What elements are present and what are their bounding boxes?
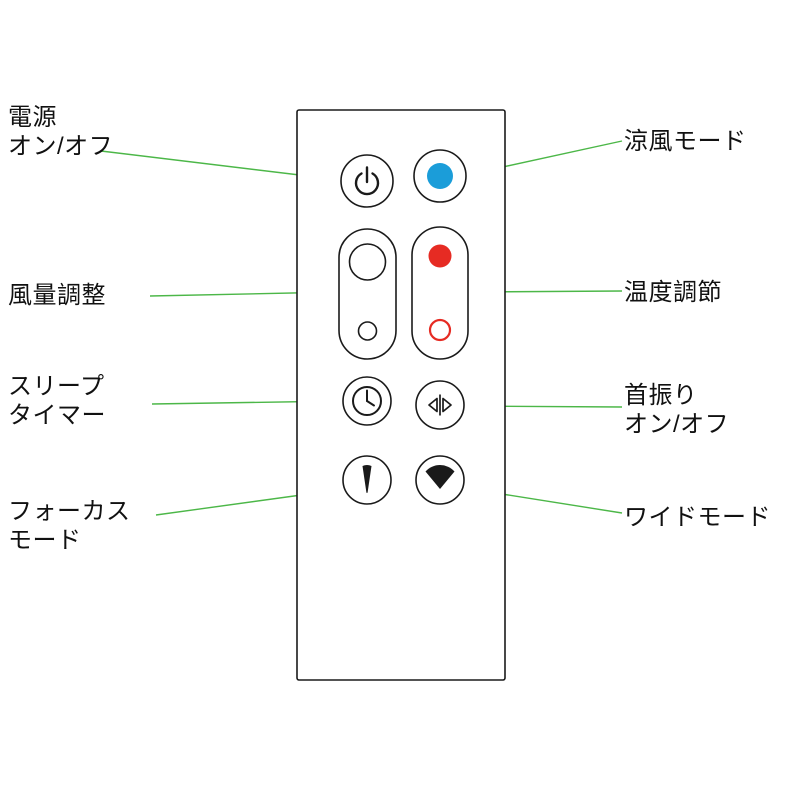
callout-temperature-line1: 温度調節 [624, 279, 722, 306]
oscillation-button [415, 380, 465, 430]
temperature-control [411, 226, 469, 360]
callout-focus-mode-line1: フォーカス [8, 498, 131, 525]
callout-focus-mode-line2: モード [8, 527, 82, 554]
temperature-pill-outline [411, 226, 469, 360]
clock-icon [352, 386, 382, 416]
red-dot-icon [428, 244, 452, 268]
callout-power-line1: 電源 [8, 104, 57, 131]
callout-oscillation-line2: オン/オフ [624, 411, 730, 438]
callout-wide-mode: ワイドモード [624, 503, 771, 532]
callout-airflow: 風量調整 [8, 281, 106, 310]
airflow-control [338, 228, 397, 360]
focus-mode-button [342, 455, 392, 505]
callout-cool-mode: 涼風モード [624, 127, 747, 156]
callout-temperature: 温度調節 [624, 278, 722, 307]
airflow-down-button [357, 321, 378, 341]
callout-power: 電源 オン/オフ [8, 103, 113, 161]
remote-body [296, 109, 506, 681]
wide-mode-button [415, 455, 465, 505]
wide-fan-icon [425, 465, 455, 489]
sleep-timer-button [342, 376, 392, 426]
callout-power-line2: オン/オフ [8, 133, 114, 160]
callout-focus-mode: フォーカス モード [8, 497, 131, 555]
power-button [340, 154, 394, 208]
cool-mode-button [413, 149, 467, 203]
blue-dot-icon [427, 163, 453, 189]
callout-oscillation: 首振り オン/オフ [624, 381, 729, 439]
narrow-jet-icon [362, 465, 372, 494]
callout-sleep-timer: スリープ タイマー [8, 372, 106, 430]
power-icon [354, 172, 380, 196]
callout-cool-mode-line1: 涼風モード [624, 128, 747, 155]
callout-sleep-timer-line1: スリープ [8, 373, 105, 400]
callout-airflow-line1: 風量調整 [8, 282, 106, 309]
clock-hand-hour [366, 400, 375, 407]
callout-sleep-timer-line2: タイマー [8, 402, 106, 429]
airflow-up-button [348, 243, 387, 281]
oscillate-right-triangle-icon [442, 397, 452, 413]
callout-wide-mode-line1: ワイドモード [624, 504, 771, 531]
callout-oscillation-line1: 首振り [624, 382, 698, 409]
oscillate-left-triangle-icon [428, 397, 438, 413]
red-ring-icon [428, 318, 452, 342]
